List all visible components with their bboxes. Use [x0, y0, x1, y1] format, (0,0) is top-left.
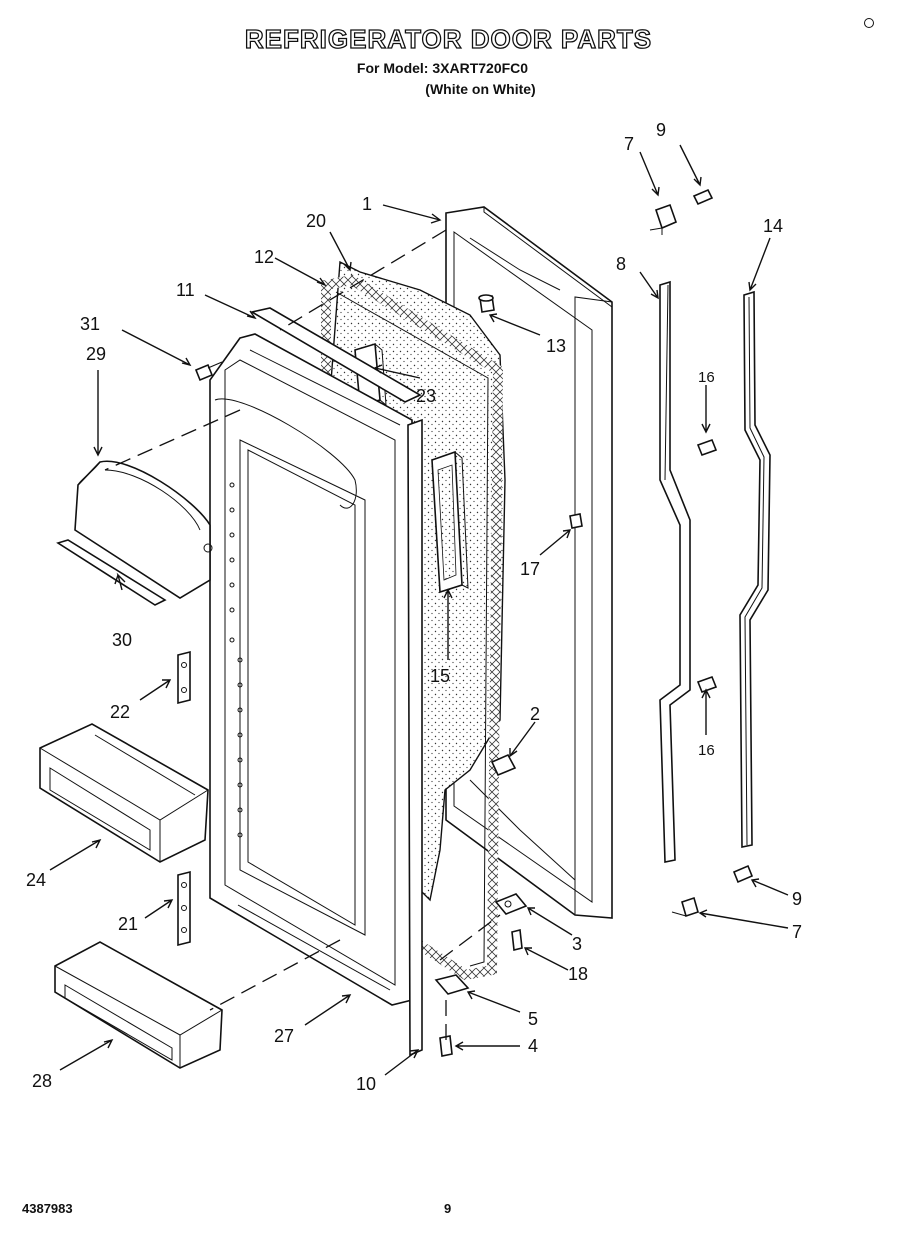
foam-block — [431, 450, 469, 594]
dairy-shelf — [56, 460, 213, 606]
top-hinge-screw — [692, 188, 714, 206]
callout-9-bottom: 9 — [792, 889, 802, 909]
bottom-hinge-screw — [732, 864, 754, 884]
callout-17: 17 — [520, 559, 540, 579]
callout-11: 11 — [176, 280, 195, 300]
callout-10: 10 — [356, 1074, 376, 1094]
top-trim — [249, 307, 422, 403]
bin-support-lower — [177, 870, 191, 947]
bottom-hinge-cap — [671, 896, 699, 918]
handle-trim — [739, 290, 771, 848]
callout-29: 29 — [86, 344, 106, 364]
callout-3: 3 — [572, 934, 582, 954]
leader-lines — [49, 144, 789, 1076]
callout-7-bottom: 7 — [792, 922, 802, 942]
callout-1: 1 — [362, 194, 372, 214]
callout-16-upper: 16 — [698, 369, 715, 386]
callout-15: 15 — [430, 666, 450, 686]
callout-24: 24 — [26, 870, 46, 890]
side-trim-strip — [407, 418, 423, 1057]
bushing-screw — [511, 929, 523, 951]
lower-screw — [439, 1035, 453, 1057]
hinge-bushing — [494, 893, 528, 915]
page-number: 9 — [444, 1201, 452, 1216]
callout-5: 5 — [528, 1009, 538, 1029]
handle-screw-upper — [696, 438, 718, 457]
callout-12: 12 — [254, 247, 274, 267]
callout-13: 13 — [546, 336, 566, 356]
door-bin-lower — [54, 941, 223, 1069]
top-hinge-cap — [649, 203, 678, 235]
callout-27: 27 — [274, 1026, 294, 1046]
callout-16-lower: 16 — [698, 742, 715, 759]
door-bin-upper — [39, 723, 209, 863]
door-handle — [659, 280, 691, 863]
lower-bracket — [434, 974, 470, 995]
alignment-lines — [104, 229, 501, 1040]
callout-2: 2 — [530, 704, 540, 724]
callout-8: 8 — [616, 254, 626, 274]
callout-21: 21 — [118, 914, 138, 934]
inner-door-liner — [209, 333, 415, 1006]
callout-14: 14 — [763, 216, 783, 236]
callout-28: 28 — [32, 1071, 52, 1091]
callout-7-top: 7 — [624, 134, 634, 154]
callout-18: 18 — [568, 964, 588, 984]
callout-20: 20 — [306, 211, 326, 231]
corner-mark — [864, 18, 874, 28]
callout-23: 23 — [416, 386, 436, 406]
callout-31: 31 — [80, 314, 100, 334]
handle-screw-lower — [696, 675, 718, 694]
bin-support-upper — [177, 650, 191, 705]
door-stop — [490, 753, 517, 777]
model-line: For Model: 3XART720FC0 — [356, 60, 529, 76]
door-plug — [478, 294, 495, 313]
callout-4: 4 — [528, 1036, 538, 1056]
callout-30: 30 — [112, 630, 132, 650]
color-line: (White on White) — [425, 81, 536, 97]
door-clip — [569, 513, 583, 529]
screw-31 — [194, 361, 223, 382]
callout-labels: 1 2 3 4 5 7 7 8 9 9 10 11 12 13 14 15 16… — [26, 120, 802, 1094]
callout-22: 22 — [110, 702, 130, 722]
page-title: REFRIGERATOR DOOR PARTS — [244, 23, 653, 54]
callout-9-top: 9 — [656, 120, 666, 140]
document-number: 4387983 — [22, 1201, 73, 1216]
